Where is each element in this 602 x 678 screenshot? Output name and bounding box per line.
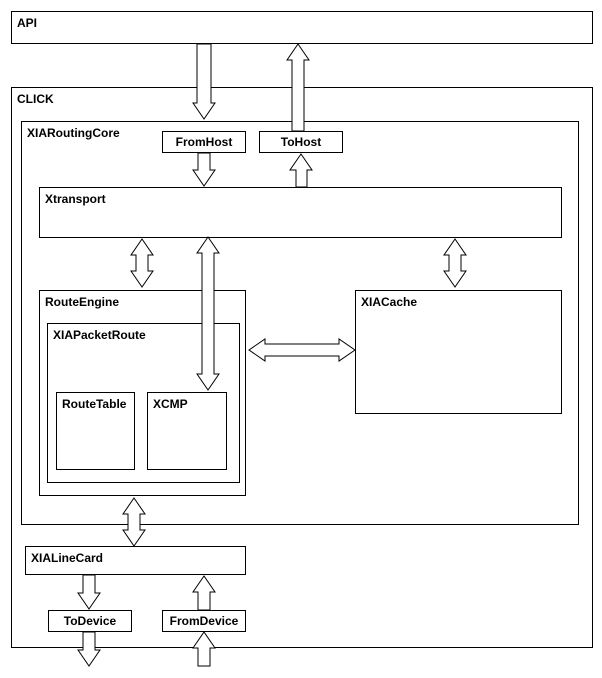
- xia-cache-label: XIACache: [361, 295, 418, 309]
- xtransport-label: Xtransport: [45, 192, 106, 206]
- routing-core-label: XIARoutingCore: [27, 126, 120, 140]
- from-host-box: FromHost: [162, 131, 246, 153]
- fromdevice-to-linecard-arrow: [192, 575, 216, 611]
- line-card-box: XIALineCard: [25, 546, 246, 575]
- route-table-box: RouteTable: [56, 392, 135, 470]
- route-table-label: RouteTable: [62, 397, 127, 411]
- xia-cache-box: XIACache: [355, 290, 562, 414]
- packet-route-label: XIAPacketRoute: [53, 328, 146, 342]
- api-to-fromhost-arrow: [192, 43, 216, 120]
- xtransport-xcmp-arrow: [196, 236, 220, 391]
- line-card-label: XIALineCard: [31, 551, 104, 565]
- tohost-to-api-arrow: [286, 43, 310, 132]
- click-label: CLICK: [17, 92, 54, 106]
- packetroute-xiacache-arrow: [248, 338, 356, 362]
- api-box: API: [11, 11, 593, 44]
- xcmp-label: XCMP: [153, 397, 188, 411]
- from-device-box: FromDevice: [162, 610, 246, 632]
- route-engine-label: RouteEngine: [45, 295, 119, 309]
- linecard-to-todevice-arrow: [77, 574, 101, 610]
- xtransport-routeengine-arrow: [130, 238, 154, 288]
- todevice-out-arrow: [77, 631, 101, 667]
- fromhost-to-xtransport-arrow: [192, 152, 216, 187]
- xtransport-to-tohost-arrow: [289, 153, 313, 188]
- into-fromdevice-arrow: [192, 631, 216, 667]
- xcmp-box: XCMP: [147, 392, 227, 470]
- xtransport-xiacache-arrow: [443, 238, 467, 288]
- api-label: API: [17, 16, 38, 30]
- core-linecard-arrow: [122, 497, 146, 547]
- to-device-box: ToDevice: [48, 610, 132, 632]
